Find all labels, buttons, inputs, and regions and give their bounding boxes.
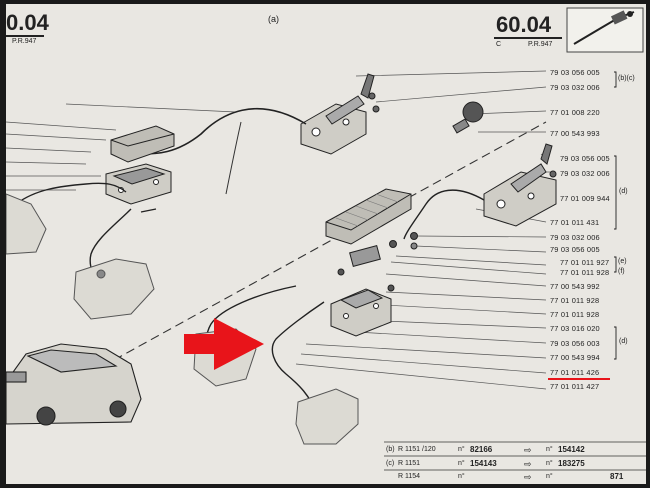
variant-marker-f: (f)	[618, 268, 625, 275]
ribbed-block-small	[110, 125, 175, 163]
variant-marker-e: (e)	[618, 258, 627, 265]
part-number-18: 77 00 543 994	[550, 353, 600, 362]
footer-table-rules	[384, 441, 646, 471]
right-pr-code: P.R.947	[528, 41, 553, 48]
part-number-16: 77 03 016 020	[550, 324, 600, 333]
headlight-bottom	[295, 388, 359, 445]
section-label: (a)	[268, 14, 279, 24]
parts-catalog-page: 0.04 P.R.947 (a) 60.04 C P.R.947	[6, 4, 646, 484]
part-number-5: 79 03 056 005	[560, 154, 610, 163]
part-number-17: 79 03 056 003	[550, 339, 600, 348]
footer-arrow-1-icon: ⇨	[524, 445, 532, 455]
highlight-underline	[548, 378, 610, 380]
bracket-assembly	[330, 232, 418, 337]
part-number-14: 77 01 011 928	[550, 296, 600, 305]
part-number-20: 77 01 011 427	[550, 382, 600, 391]
footer-row-2-model: R 1151	[398, 460, 421, 467]
part-number-12: 77 01 011 928	[560, 268, 610, 277]
part-number-15: 77 01 011 928	[550, 310, 600, 319]
part-number-3: 77 01 008 220	[550, 108, 600, 117]
left-pr-code: P.R.947	[12, 38, 37, 45]
variant-marker-d1: (d)	[619, 188, 628, 195]
part-number-11: 77 01 011 927	[560, 258, 610, 267]
footer-arrow-2-icon: ⇨	[524, 459, 532, 469]
part-number-4: 77 00 543 993	[550, 129, 600, 138]
footer-row-1-code: (b)	[386, 446, 395, 453]
left-header-rule	[6, 35, 44, 37]
footer-row-1-from-prefix: n°	[458, 446, 465, 453]
footer-row-2-code: (c)	[386, 460, 395, 467]
part-number-9: 79 03 032 006	[550, 233, 600, 242]
part-number-8: 77 01 011 431	[550, 218, 600, 227]
thumbnail-icon	[566, 7, 644, 53]
footer-row-2-from: 154143	[470, 459, 497, 468]
footer-row-3-to: 871	[610, 472, 624, 481]
upper-cable	[140, 108, 307, 155]
footer-row-1-to-prefix: n°	[546, 446, 553, 453]
part-number-2: 79 03 032 006	[550, 83, 600, 92]
headlight-left-upper	[6, 193, 47, 255]
part-number-10: 79 03 056 005	[550, 245, 600, 254]
part-number-7: 77 01 009 944	[560, 194, 610, 203]
left-page-number: 0.04	[6, 10, 49, 35]
lower-cable-right	[271, 301, 325, 415]
footer-row-2-to-prefix: n°	[546, 460, 553, 467]
right-page-letter: C	[496, 41, 502, 48]
footer-row-3-model: R 1154	[398, 473, 421, 480]
switch-assembly-left	[105, 163, 172, 205]
right-header-rule	[494, 37, 562, 39]
highlight-arrow-icon	[184, 318, 264, 370]
ribbed-block	[325, 188, 412, 245]
lever-assembly-top	[300, 73, 380, 155]
footer-row-1-to: 154142	[558, 445, 585, 454]
part-number-19-highlighted: 77 01 011 426	[550, 368, 600, 377]
headlight-left-lower	[73, 258, 155, 320]
variant-marker-bc: (b)(c)	[618, 75, 635, 82]
car-illustration	[6, 343, 142, 426]
footer-row-2-from-prefix: n°	[458, 460, 465, 467]
footer-row-2-to: 183275	[558, 459, 585, 468]
part-number-1: 79 03 056 005	[550, 68, 600, 77]
exploded-parts-diagram	[6, 7, 646, 471]
footer-row-3-to-prefix: n°	[546, 473, 553, 480]
leader-lines	[6, 70, 551, 390]
lever-assembly-right	[483, 143, 557, 227]
variant-marker-d2: (d)	[619, 338, 628, 345]
motor-part	[452, 101, 484, 134]
part-number-6: 79 03 032 006	[560, 169, 610, 178]
footer-row-3-from-prefix: n°	[458, 473, 465, 480]
variant-brackets	[614, 71, 617, 360]
part-number-13: 77 00 543 992	[550, 282, 600, 291]
footer-row-1-from: 82166	[470, 445, 493, 454]
right-page-number: 60.04	[496, 12, 552, 37]
footer-arrow-3-icon: ⇨	[524, 472, 532, 482]
footer-row-1-model: R 1151 /120	[398, 446, 436, 453]
